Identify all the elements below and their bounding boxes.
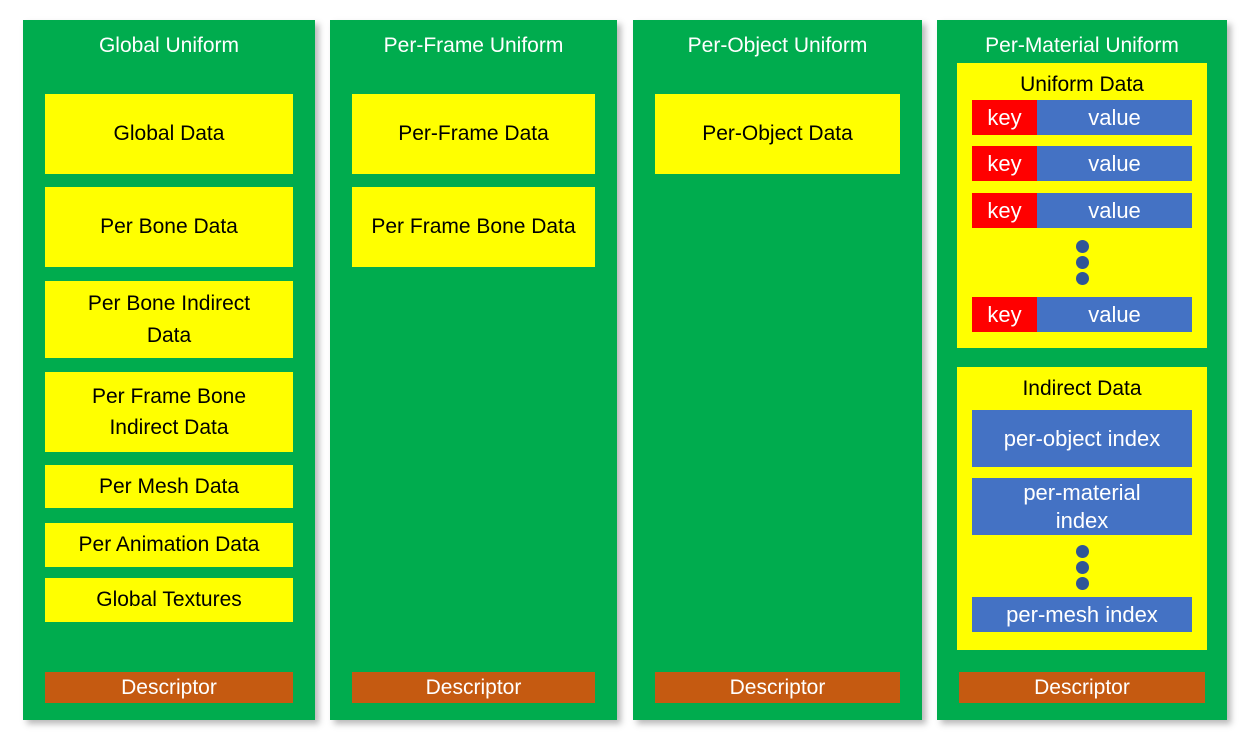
column-title: Global Uniform bbox=[98, 34, 240, 57]
box-per-frame-data: Per-Frame Data bbox=[352, 94, 595, 174]
per-material-index-box: per-material index bbox=[972, 478, 1192, 535]
descriptor-bar: Descriptor bbox=[45, 672, 293, 703]
box-label: Per-Frame Data bbox=[398, 122, 549, 146]
uniform-data-title: Uniform Data bbox=[1020, 73, 1144, 96]
box-label: Global Data bbox=[113, 122, 225, 146]
box-label: Per Frame Bone Data bbox=[371, 215, 576, 239]
descriptor-bar: Descriptor bbox=[959, 672, 1205, 703]
box-label: Per-Object Data bbox=[702, 122, 853, 146]
box-label: Per Bone Indirect Data bbox=[87, 292, 251, 347]
box-label: Per Mesh Data bbox=[98, 474, 240, 498]
ellipsis-dots-icon bbox=[972, 545, 1192, 590]
dot-icon bbox=[1075, 272, 1089, 285]
box-per-mesh-data: Per Mesh Data bbox=[45, 465, 293, 508]
box-label: Per Frame Bone Indirect Data bbox=[91, 384, 247, 440]
index-label: per-material index bbox=[1023, 480, 1141, 533]
key-value-row: key value bbox=[972, 100, 1192, 135]
column-title: Per-Material Uniform bbox=[985, 34, 1179, 57]
column-title: Per-Frame Uniform bbox=[383, 34, 564, 57]
column-title: Per-Object Uniform bbox=[687, 34, 868, 57]
column-global-uniform: Global Uniform Global Data Per Bone Data… bbox=[23, 20, 315, 720]
value-cell: value bbox=[1037, 100, 1192, 135]
uniform-data-panel: Uniform Data key value key value key val… bbox=[957, 63, 1207, 348]
value-cell: value bbox=[1037, 146, 1192, 181]
indirect-data-title: Indirect Data bbox=[1022, 377, 1142, 400]
box-per-frame-bone-indirect-data: Per Frame Bone Indirect Data bbox=[45, 372, 293, 452]
key-value-row: key value bbox=[972, 297, 1192, 332]
indirect-data-panel: Indirect Data per-object index per-mater… bbox=[957, 367, 1207, 650]
index-label: per-mesh index bbox=[1006, 601, 1158, 627]
key-cell: key bbox=[972, 100, 1037, 135]
value-cell: value bbox=[1037, 193, 1192, 228]
descriptor-bar: Descriptor bbox=[655, 672, 900, 703]
box-label: Per Animation Data bbox=[78, 533, 260, 557]
box-per-bone-indirect-data: Per Bone Indirect Data bbox=[45, 281, 293, 358]
per-mesh-index-box: per-mesh index bbox=[972, 597, 1192, 632]
column-per-frame-uniform: Per-Frame Uniform Per-Frame Data Per Fra… bbox=[330, 20, 617, 720]
column-per-object-uniform: Per-Object Uniform Per-Object Data Descr… bbox=[633, 20, 922, 720]
box-global-data: Global Data bbox=[45, 94, 293, 174]
box-label: Per Bone Data bbox=[100, 215, 238, 239]
key-cell: key bbox=[972, 297, 1037, 332]
box-per-bone-data: Per Bone Data bbox=[45, 187, 293, 267]
key-value-row: key value bbox=[972, 146, 1192, 181]
key-cell: key bbox=[972, 193, 1037, 228]
dot-icon bbox=[1075, 545, 1089, 558]
key-cell: key bbox=[972, 146, 1037, 181]
dot-icon bbox=[1075, 561, 1089, 574]
per-object-index-box: per-object index bbox=[972, 410, 1192, 467]
dot-icon bbox=[1075, 577, 1089, 590]
box-global-textures: Global Textures bbox=[45, 578, 293, 622]
box-label: Global Textures bbox=[96, 588, 242, 612]
box-per-frame-bone-data: Per Frame Bone Data bbox=[352, 187, 595, 267]
dot-icon bbox=[1075, 240, 1089, 253]
box-per-animation-data: Per Animation Data bbox=[45, 523, 293, 567]
key-value-row: key value bbox=[972, 193, 1192, 228]
box-per-object-data: Per-Object Data bbox=[655, 94, 900, 174]
ellipsis-dots-icon bbox=[972, 240, 1192, 285]
index-label: per-object index bbox=[1003, 425, 1161, 451]
value-cell: value bbox=[1037, 297, 1192, 332]
dot-icon bbox=[1075, 256, 1089, 269]
column-per-material-uniform: Per-Material Uniform Uniform Data key va… bbox=[937, 20, 1227, 720]
descriptor-bar: Descriptor bbox=[352, 672, 595, 703]
